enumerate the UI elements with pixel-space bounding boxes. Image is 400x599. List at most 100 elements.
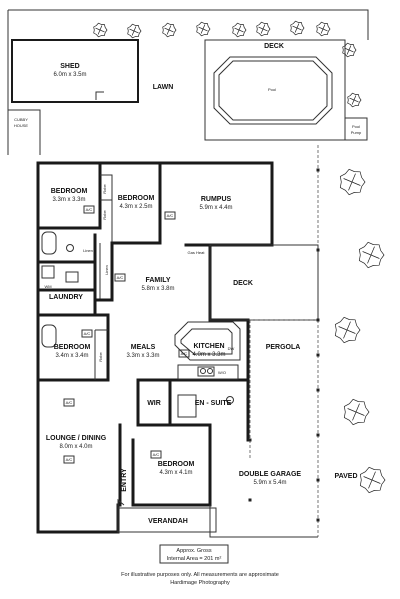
- ac-label: A/C: [84, 331, 91, 336]
- tree-icon: [358, 241, 385, 269]
- bedroom2-dim: 4.3m x 2.5m: [119, 204, 152, 210]
- paved-name: PAVED: [334, 473, 357, 480]
- cubby-house: CUBBY HOUSE: [8, 109, 41, 155]
- deck-top: DECK Pool: [204, 39, 346, 141]
- kitchen-island: [174, 321, 241, 361]
- bedroom3-name: BEDROOM: [54, 344, 91, 351]
- kitchen-name: KITCHEN: [193, 343, 224, 350]
- pool-pump-line2: Pump: [351, 130, 362, 135]
- ac-label: A/C: [167, 213, 174, 218]
- wo-label: W/O: [218, 370, 226, 375]
- dw-label: DW: [228, 346, 235, 351]
- kitchen-dim: 4.0m x 3.3m: [192, 352, 225, 358]
- ac-unit-icon: A/C: [150, 450, 162, 459]
- deck-mid: DECK: [209, 244, 319, 321]
- rumpus-dim: 5.9m x 4.4m: [199, 205, 232, 211]
- ensuite-name: EN - SUITE: [195, 400, 232, 407]
- area-line2: Internal Area = 201 m²: [167, 556, 222, 562]
- area-box: Approx. Gross Internal Area = 201 m²: [159, 544, 229, 564]
- linen-label-2: Linen: [83, 248, 93, 253]
- meals-name: MEALS: [131, 344, 156, 351]
- rumpus-name: RUMPUS: [201, 196, 232, 203]
- post-marker: [248, 498, 252, 502]
- robe-label-2: Robe: [102, 209, 107, 219]
- verandah: VERANDAH: [117, 498, 217, 533]
- wm-label: WM: [44, 284, 51, 289]
- ensuite-shower: [177, 394, 197, 418]
- ac-label: A/C: [153, 452, 160, 457]
- tree-icon: [162, 22, 177, 38]
- tree-icon: [256, 21, 271, 37]
- wir-name: WIR: [147, 400, 161, 407]
- ac-markers: A/C A/C A/C A/C A/C A/C A/C A/C: [63, 205, 190, 464]
- ac-label: A/C: [66, 457, 73, 462]
- cubby-line2: HOUSE: [14, 123, 29, 128]
- post-marker: [316, 433, 320, 437]
- pool-label: Pool: [268, 87, 276, 92]
- kitchen-bench: [177, 364, 239, 380]
- post-marker: [316, 478, 320, 482]
- ac-unit-icon: A/C: [83, 205, 95, 214]
- tree-icon: [316, 21, 331, 37]
- pool-shape: [213, 56, 333, 125]
- ac-label: A/C: [181, 351, 188, 356]
- post-marker: [316, 318, 320, 322]
- robe-label-3: Robe: [98, 351, 103, 361]
- entry-door: [117, 498, 125, 508]
- tree-icon: [359, 466, 386, 494]
- tree-icon: [196, 21, 211, 37]
- deck-mid-label: DECK: [233, 280, 253, 287]
- ac-unit-icon: A/C: [178, 349, 190, 358]
- pergola-posts: [248, 168, 320, 522]
- tree-icon: [334, 316, 361, 344]
- ac-unit-icon: A/C: [114, 273, 126, 282]
- bathroom-fixtures: [41, 231, 234, 418]
- pergola-outline: [249, 319, 318, 460]
- bedroom4-name: BEDROOM: [158, 461, 195, 468]
- pool-inner: [218, 60, 328, 121]
- property-boundary: [7, 9, 369, 155]
- ac-label: A/C: [66, 400, 73, 405]
- pool-pump-line1: Pool: [352, 124, 360, 129]
- post-marker: [316, 248, 320, 252]
- gas-heat-label: Gas Heat: [188, 250, 206, 255]
- bathtub: [41, 231, 57, 255]
- tree-icon: [232, 22, 247, 38]
- verandah-label: VERANDAH: [148, 518, 188, 525]
- tree-icon: [290, 20, 305, 36]
- laundry-sink: [65, 271, 79, 283]
- lawn-label: LAWN: [153, 84, 174, 91]
- ac-unit-icon: A/C: [164, 211, 176, 220]
- post-marker: [316, 168, 320, 172]
- family-name: FAMILY: [145, 277, 170, 284]
- robe-label-1: Robe: [102, 183, 107, 193]
- disclaimer-text: For illustrative purposes only. All meas…: [121, 572, 279, 578]
- lounge-name: LOUNGE / DINING: [46, 435, 107, 442]
- post-marker: [316, 518, 320, 522]
- deck-top-label: DECK: [264, 43, 284, 50]
- family-dim: 5.8m x 3.8m: [141, 286, 174, 292]
- post-marker: [316, 388, 320, 392]
- ac-label: A/C: [117, 275, 124, 280]
- garage-dim: 5.9m x 5.4m: [253, 480, 286, 486]
- laundry-name: LAUNDRY: [49, 294, 83, 301]
- ensuite-toilet: [226, 396, 234, 404]
- ac-unit-icon: A/C: [81, 329, 93, 338]
- pool-pump: Pool Pump: [344, 117, 368, 141]
- tree-icon: [347, 92, 362, 108]
- meals-dim: 3.3m x 3.3m: [126, 353, 159, 359]
- spa-bath: [41, 324, 57, 348]
- ac-label: A/C: [86, 207, 93, 212]
- bedroom1-name: BEDROOM: [51, 188, 88, 195]
- area-line1: Approx. Gross: [176, 548, 211, 554]
- ac-unit-icon: A/C: [63, 398, 75, 407]
- trees-top: [93, 20, 362, 108]
- toilet: [66, 244, 74, 252]
- ac-unit-icon: A/C: [63, 455, 75, 464]
- post-marker: [248, 438, 252, 442]
- bedroom2-name: BEDROOM: [118, 195, 155, 202]
- tree-icon: [127, 23, 142, 39]
- tree-icon: [343, 398, 370, 426]
- bedroom3-dim: 3.4m x 3.4m: [55, 353, 88, 359]
